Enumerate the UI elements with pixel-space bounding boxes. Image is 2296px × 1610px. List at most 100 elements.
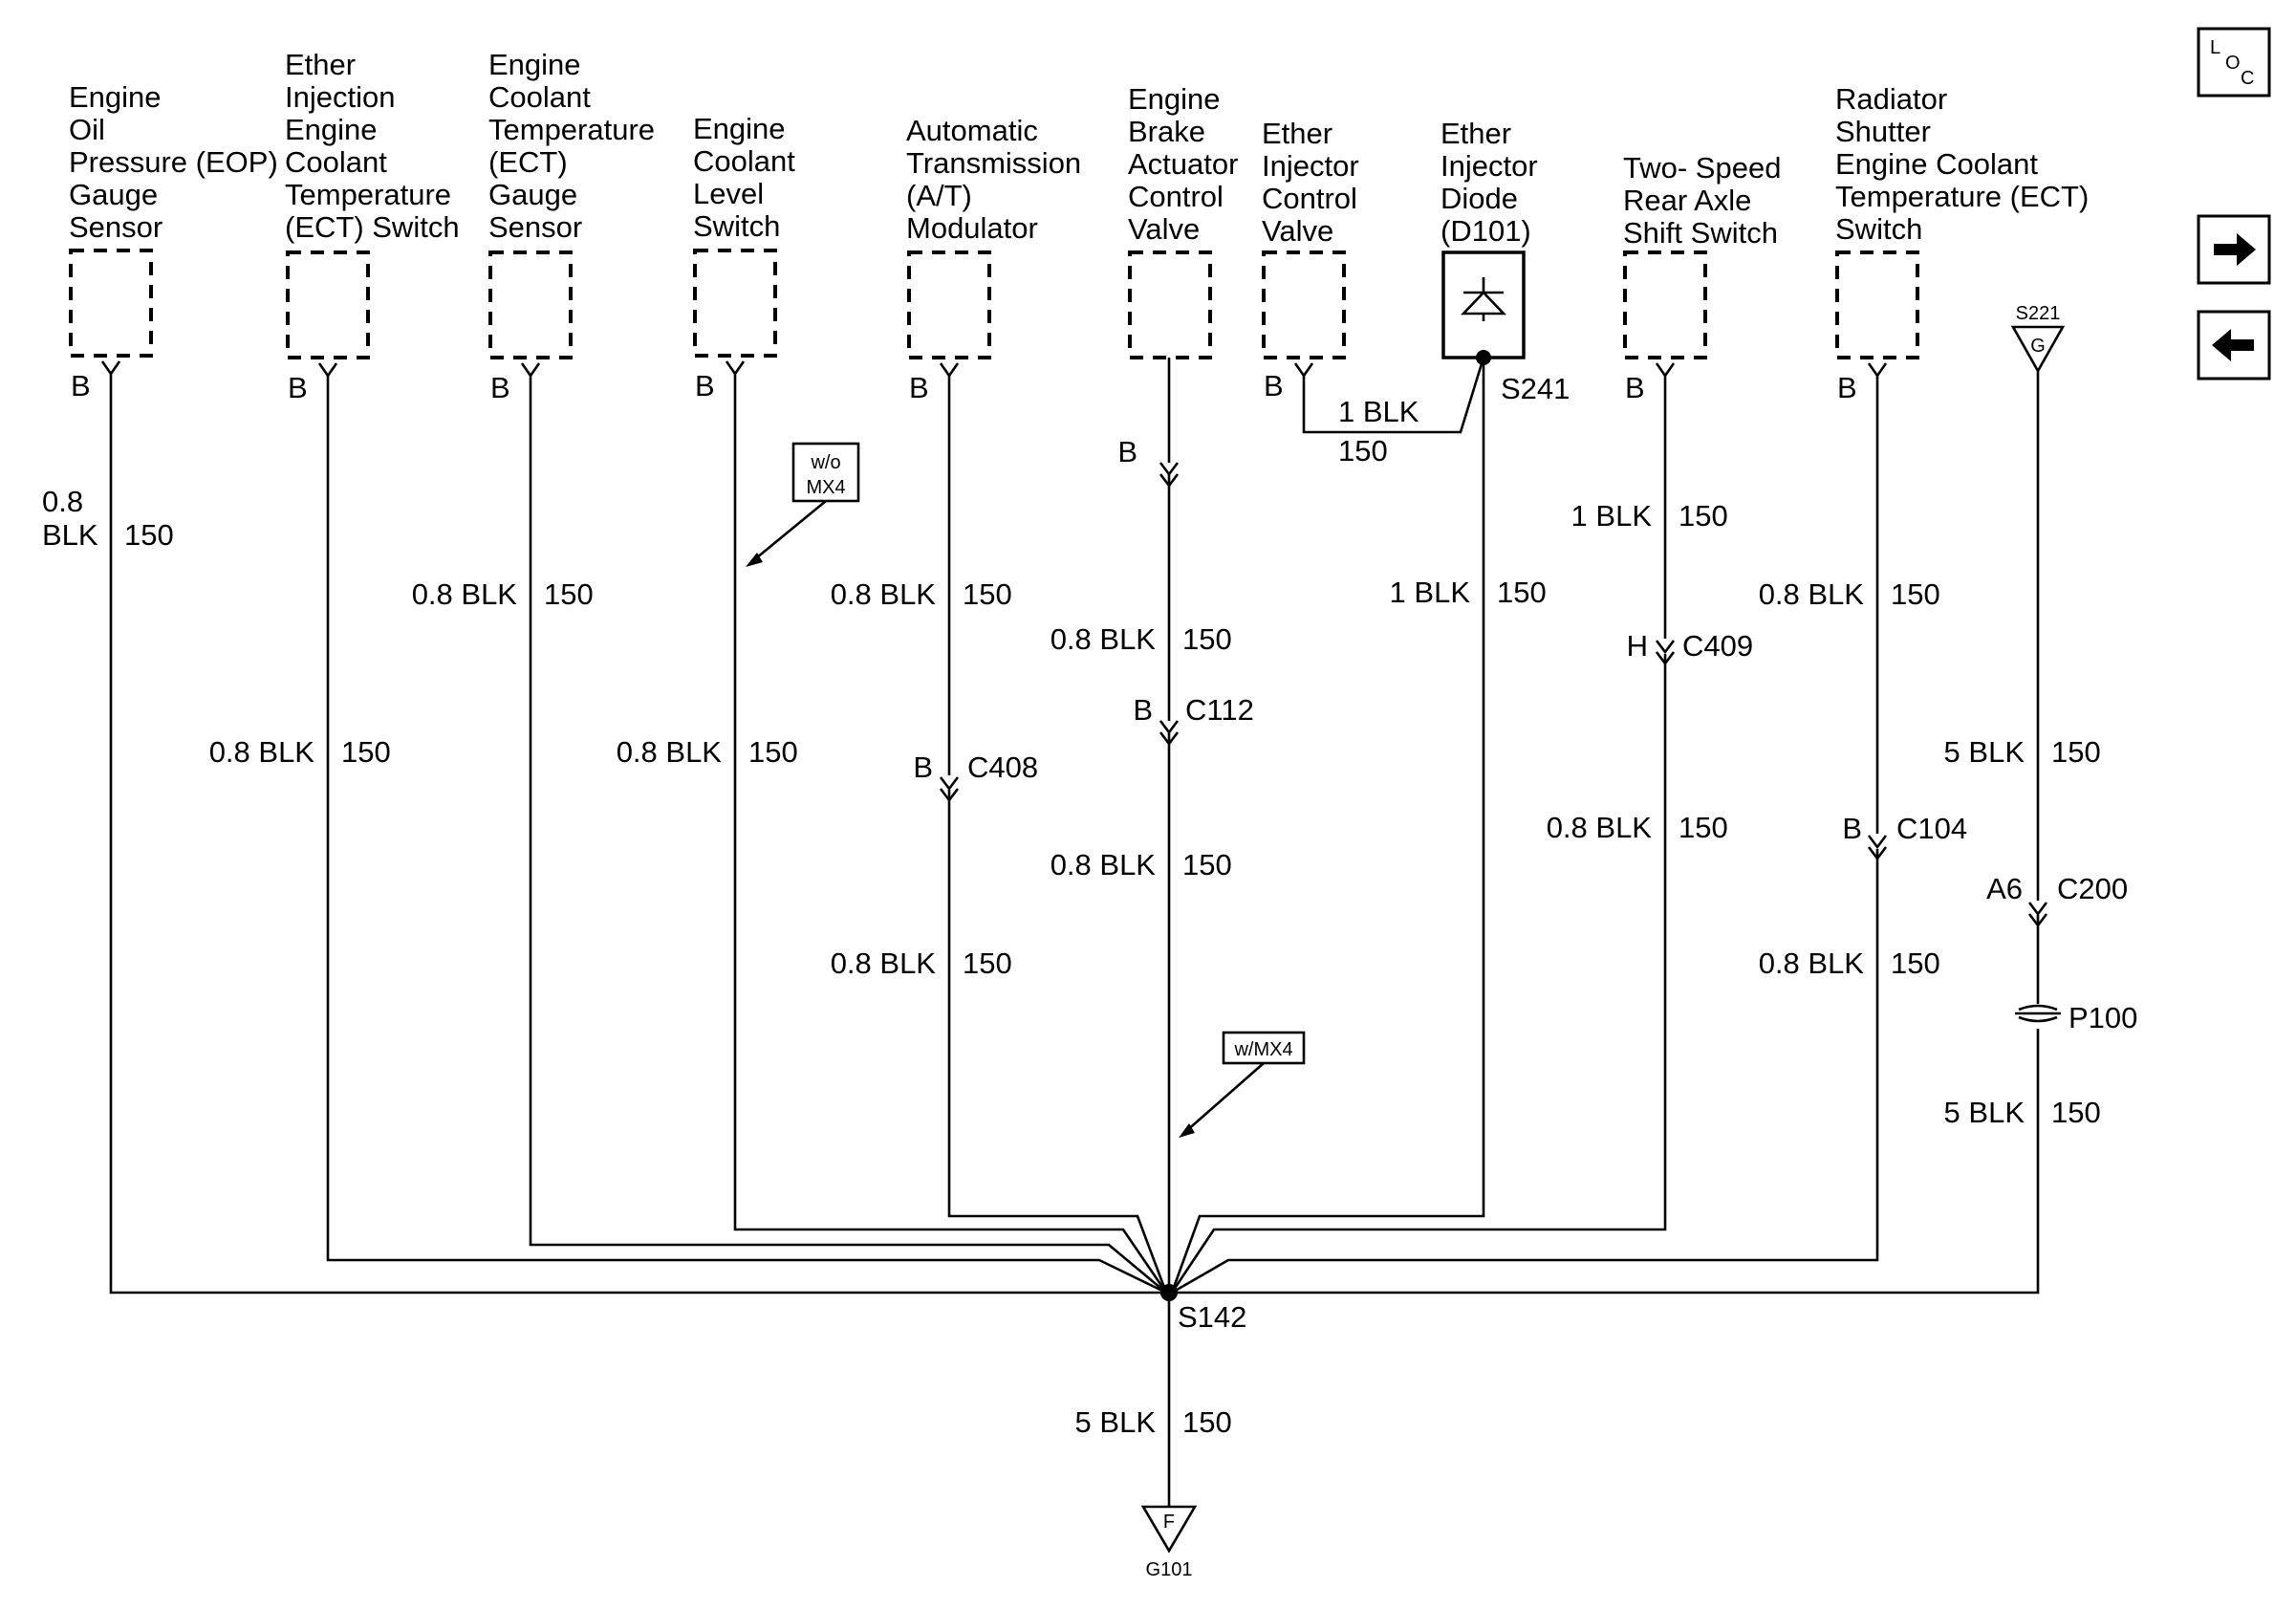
wire-eop [109, 374, 1166, 1295]
next-page-button[interactable] [2197, 214, 2271, 285]
pin-b: B [71, 369, 91, 402]
label-line: Control [1262, 182, 1357, 215]
label-brake-actuator-valve: Engine Brake Actuator Control Valve [1128, 82, 1238, 246]
wire-circuit: 150 [963, 577, 1012, 611]
wire-size-color: 1 BLK [1390, 576, 1471, 609]
wire-size-color: 0.8 BLK [1759, 577, 1865, 611]
label-line: Temperature [488, 113, 655, 146]
wire-labels: 0.8 BLK 150 0.8 BLK 150 0.8 BLK 150 0.8 … [42, 395, 2101, 1439]
arrow-right-icon [2214, 233, 2256, 266]
callout-box [791, 442, 860, 503]
terminal-radiator-shutter [1867, 362, 1888, 379]
callout-w-mx4: w/MX4 [1179, 1031, 1306, 1138]
location-letter-o: O [2225, 53, 2241, 74]
pin-b: B [1842, 812, 1862, 845]
wire-size-color: 5 BLK [1075, 1405, 1157, 1439]
label-line: Engine [69, 80, 162, 114]
wire-size-color: 0.8 BLK [1051, 848, 1157, 881]
callout-leader [1184, 1062, 1265, 1133]
wire-size-color: 0.8 BLK [412, 577, 518, 611]
location-button-frame [2197, 27, 2271, 98]
callout-text: MX4 [806, 477, 845, 498]
label-line: Oil [69, 113, 105, 146]
previous-page-button[interactable] [2197, 310, 2271, 381]
ether-ect-switch-box [286, 250, 370, 359]
eop-sensor-box [69, 249, 153, 358]
label-line: Injector [1440, 149, 1538, 183]
pin-terminals [100, 360, 1888, 379]
label-ect-gauge-sensor: Engine Coolant Temperature (ECT) Gauge S… [488, 48, 655, 244]
wire-circuit: 150 [1182, 1405, 1232, 1439]
label-line: Diode [1440, 182, 1518, 215]
connector-c112 [1159, 720, 1180, 735]
wire-circuit: 150 [124, 518, 174, 552]
label-line: Engine [1128, 82, 1221, 116]
label-line: Engine [488, 48, 581, 81]
wire-size-color: 0.8 BLK [831, 946, 937, 980]
label-line: Switch [1835, 212, 1922, 246]
location-button[interactable]: L O C [2197, 27, 2271, 98]
wire-radiator-lower [1171, 849, 1879, 1295]
connector-p100-label: P100 [2069, 1001, 2137, 1034]
connector-c409-label: C409 [1682, 629, 1753, 663]
wire-circuit: 150 [963, 946, 1012, 980]
label-line: (A/T) [906, 179, 972, 212]
wire-circuit: 150 [1679, 811, 1728, 844]
connector-c112-label: C112 [1185, 693, 1254, 727]
label-line: Shift Switch [1623, 216, 1778, 250]
label-line: Actuator [1128, 147, 1238, 181]
label-line: Engine [285, 113, 378, 146]
callout-arrowhead [1179, 1123, 1195, 1138]
terminal-ect-gauge [520, 362, 541, 379]
label-eop-sensor: Engine Oil Pressure (EOP) Gauge Sensor [69, 80, 278, 244]
connector-c408-label: C408 [967, 751, 1038, 784]
splice-s241-label: S241 [1501, 372, 1570, 405]
label-line: Shutter [1835, 115, 1931, 148]
connector-c408-2 [939, 788, 960, 803]
wire-circuit: 150 [1891, 577, 1940, 611]
pin-b: B [695, 369, 715, 402]
wire-circuit: 150 [2051, 1096, 2101, 1129]
wire-circuit: 150 [1497, 576, 1547, 609]
wire-circuit: 150 [1891, 946, 1940, 980]
location-letter-c: C [2241, 68, 2254, 89]
pin-b: B [1117, 435, 1137, 468]
wire-circuit: 150 [2051, 735, 2101, 769]
connector-c200-2 [2027, 913, 2048, 928]
label-line: Injector [1262, 149, 1359, 183]
callout-text: w/MX4 [1233, 1039, 1292, 1060]
label-line: Engine Coolant [1835, 147, 2038, 181]
label-line: (D101) [1440, 214, 1531, 248]
wire-coolant-level [733, 374, 1168, 1294]
wire-rear-axle-lower [1170, 654, 1667, 1294]
callout-leader [750, 499, 827, 564]
label-line: Two- Speed [1623, 151, 1781, 185]
label-line: Temperature (ECT) [1835, 180, 2089, 213]
terminal-eop [100, 360, 121, 377]
label-ether-ect-switch: Ether Injection Engine Coolant Temperatu… [285, 48, 460, 244]
label-line: Rear Axle [1623, 184, 1751, 217]
connector-c409-2 [1655, 651, 1676, 666]
label-line: Switch [693, 209, 780, 243]
connector-c200 [2027, 902, 2048, 917]
coolant-level-switch-box [693, 249, 777, 358]
location-letter-l: L [2210, 37, 2220, 58]
label-line: Radiator [1835, 82, 1947, 116]
wire-ether-ect [326, 376, 1167, 1295]
wire-circuit: 150 [544, 577, 594, 611]
brake-actuator-valve-box [1128, 250, 1212, 359]
label-line: Ether [285, 48, 356, 81]
wire-size: 0.8 [42, 485, 83, 518]
pin-b: B [1133, 693, 1153, 727]
label-at-modulator: Automatic Transmission (A/T) Modulator [906, 114, 1081, 245]
label-line: Gauge [488, 178, 577, 211]
wire-diode [1170, 358, 1485, 1294]
connector-c104-label: C104 [1896, 812, 1967, 845]
wire-size-color: 0.8 BLK [831, 577, 937, 611]
splice-s241-dot [1476, 350, 1491, 365]
wire-size-color: 0.8 BLK [1759, 946, 1865, 980]
ground-s221: S221 G [2010, 303, 2066, 374]
label-radiator-shutter-switch: Radiator Shutter Engine Coolant Temperat… [1835, 82, 2089, 246]
pin-b: B [1264, 369, 1284, 402]
label-line: Automatic [906, 114, 1038, 147]
